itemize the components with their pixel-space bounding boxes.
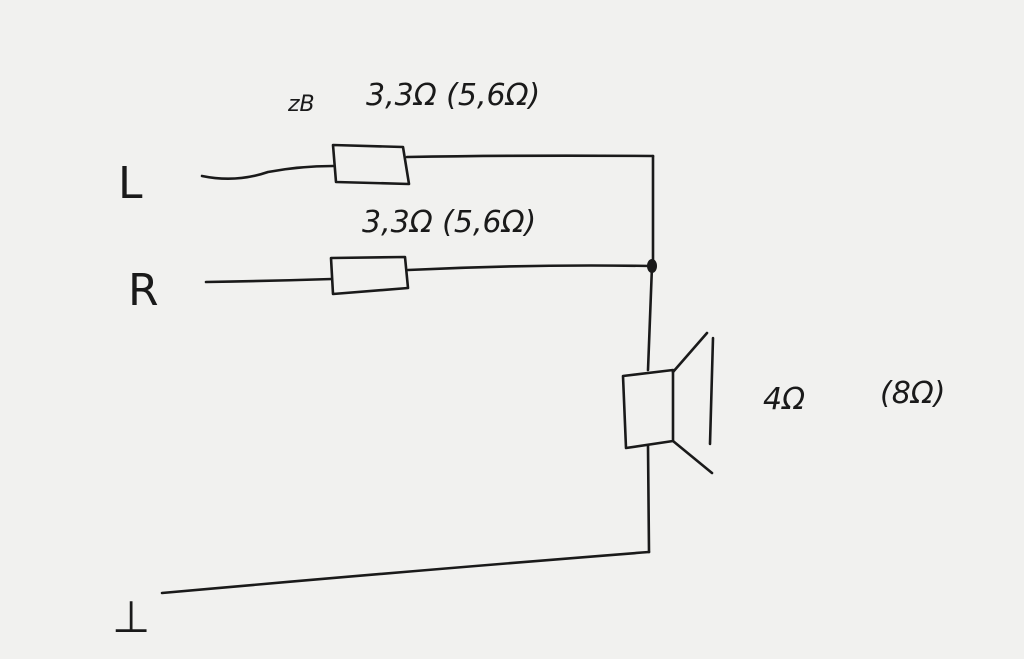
resistor-2 (329, 255, 410, 296)
left-input-wire (200, 164, 335, 180)
speaker-magnet (621, 368, 675, 450)
speaker-return-wire (646, 444, 651, 554)
resistor-2-value: 3,3Ω (5,6Ω) (362, 205, 536, 240)
resistor-1-output-wire (405, 154, 655, 159)
zb-label: zB (287, 92, 315, 117)
right-input-label: R (128, 265, 159, 316)
resistor-2-output-wire (406, 264, 654, 272)
speaker-diaphragm (708, 336, 715, 446)
speaker-value: 4Ω (763, 382, 805, 417)
resistor-1-value: 3,3Ω (5,6Ω) (366, 78, 540, 113)
speaker-alt-value: (8Ω) (880, 376, 945, 411)
left-input-label: L (118, 158, 143, 209)
resistor-1 (331, 143, 411, 186)
speaker-cone-bottom (671, 439, 714, 475)
speaker-cone-top (671, 331, 709, 374)
right-input-wire (204, 277, 334, 284)
speaker-feed-wire (646, 264, 654, 372)
speaker-icon (621, 331, 715, 475)
ground-wire (160, 550, 651, 595)
ground-label: ⊥ (112, 592, 150, 643)
